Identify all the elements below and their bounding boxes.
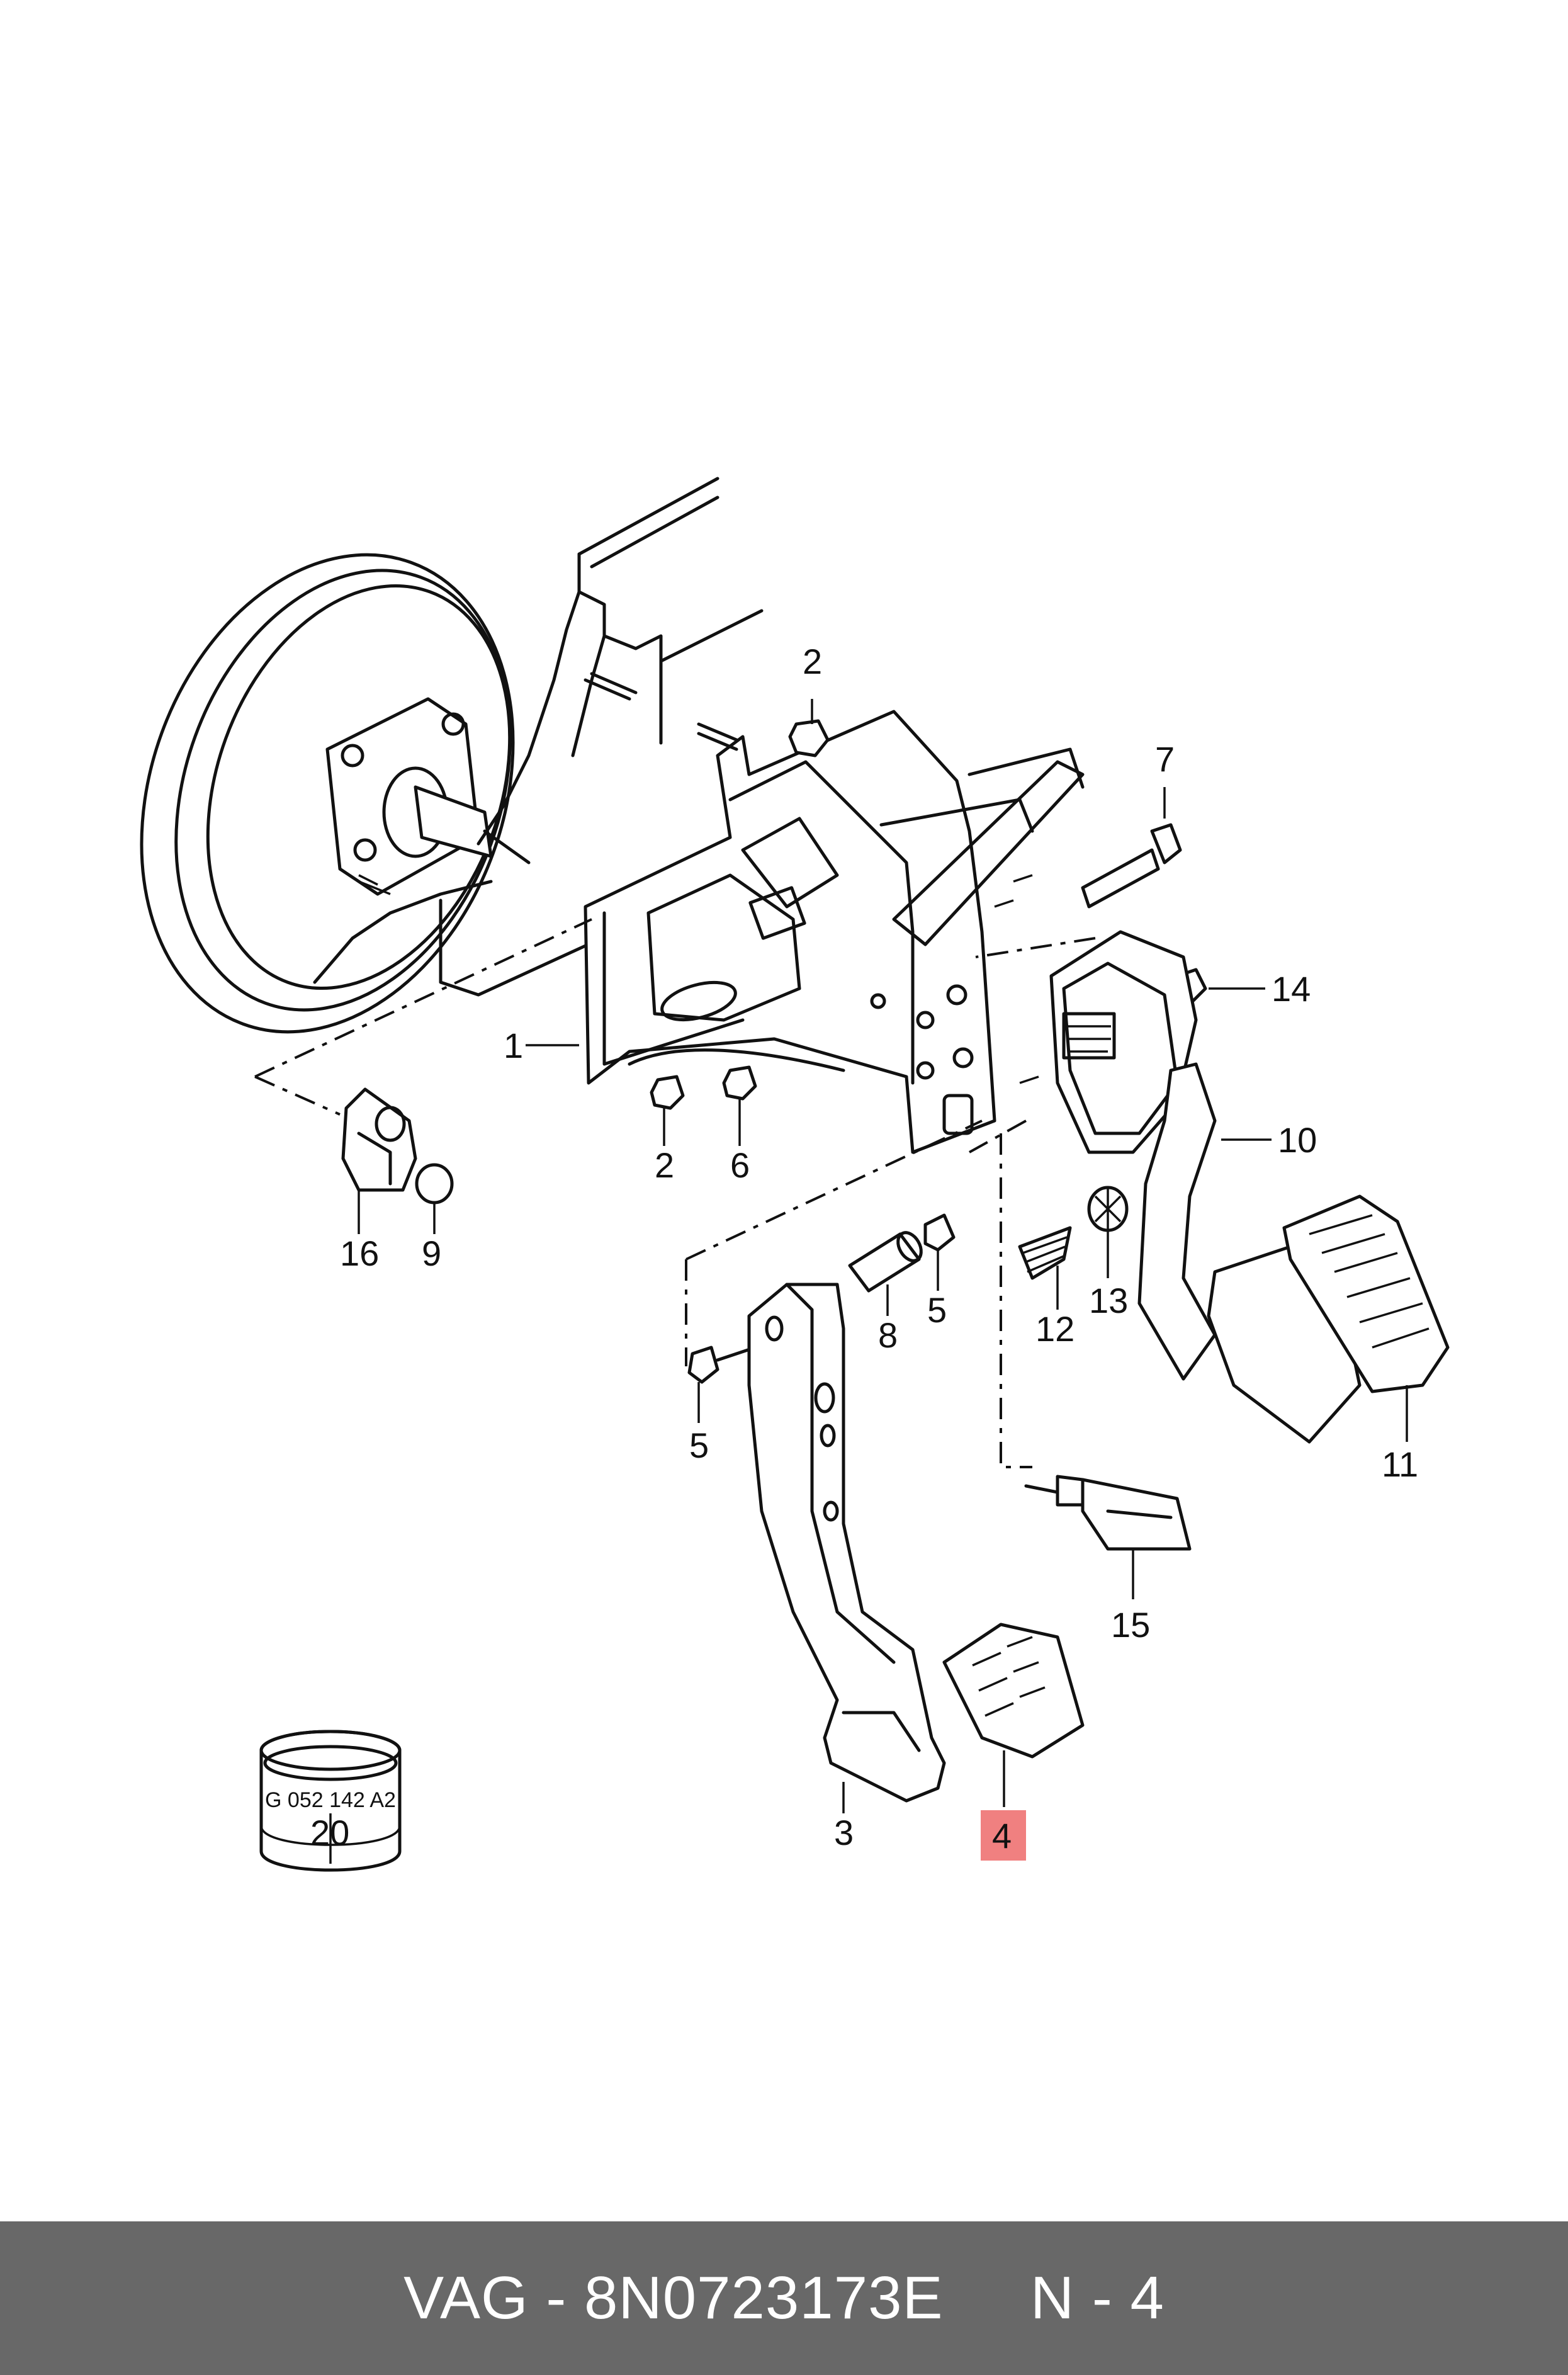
- callout-16: 16: [340, 1233, 379, 1273]
- footer-position: N - 4: [1030, 2264, 1165, 2332]
- footer-brand: VAG: [403, 2264, 529, 2332]
- callout-14: 14: [1272, 969, 1311, 1009]
- pedal-assembly-diagram: G 052 142 A2 1 2 2: [140, 477, 1450, 1872]
- footer-separator: -: [528, 2264, 585, 2332]
- callout-8: 8: [878, 1315, 898, 1355]
- clutch-pedal: [747, 1283, 946, 1803]
- sleeve-stamp: G 052 142 A2: [265, 1788, 396, 1812]
- callout-2b: 2: [655, 1145, 674, 1185]
- callout-10: 10: [1278, 1120, 1317, 1160]
- bracket-and-cap: [341, 1087, 454, 1205]
- pedal-bracket: [584, 710, 1085, 1154]
- brake-light-switch: [1024, 1475, 1192, 1551]
- pivot-bushing: [687, 1213, 956, 1384]
- callout-15: 15: [1111, 1605, 1150, 1645]
- body-panel: [313, 477, 764, 997]
- brake-booster: [140, 553, 531, 1034]
- pedal-pad-accelerator: [1282, 1194, 1450, 1393]
- sleeve-part: G 052 142 A2: [259, 1730, 402, 1872]
- callout-labels: 1 2 2 6 7 14 10 11 12 13 8 5 5 15 16 9 2…: [340, 642, 1418, 1856]
- callout-3: 3: [834, 1813, 854, 1852]
- callout-13: 13: [1089, 1281, 1128, 1320]
- footer-part-number: 8N0723173E: [584, 2264, 944, 2332]
- callout-6: 6: [730, 1145, 750, 1185]
- callout-9: 9: [422, 1233, 441, 1273]
- leader-lines: [329, 699, 1408, 1864]
- callout-5a: 5: [927, 1290, 947, 1330]
- callout-11: 11: [1382, 1444, 1418, 1484]
- accelerator-pedal-module: [1049, 930, 1362, 1444]
- pedal-pad-clutch: [942, 1623, 1085, 1759]
- callout-2a: 2: [803, 642, 822, 681]
- callout-1: 1: [504, 1026, 523, 1065]
- footer-gap: [944, 2264, 1030, 2332]
- callout-20-label: 20: [310, 1813, 349, 1852]
- callout-4: 4: [992, 1816, 1012, 1856]
- callout-12: 12: [1035, 1309, 1074, 1349]
- footer-bar: VAG - 8N0723173E N - 4: [0, 2221, 1568, 2375]
- callout-5b: 5: [689, 1426, 709, 1465]
- footer-text: VAG - 8N0723173E N - 4: [403, 2264, 1165, 2333]
- assembly-lines: [254, 918, 1096, 1468]
- callout-7: 7: [1155, 739, 1175, 779]
- spring-and-clip: [1018, 1186, 1129, 1280]
- fasteners: [584, 672, 1207, 1110]
- highlight-box: [981, 1810, 1026, 1861]
